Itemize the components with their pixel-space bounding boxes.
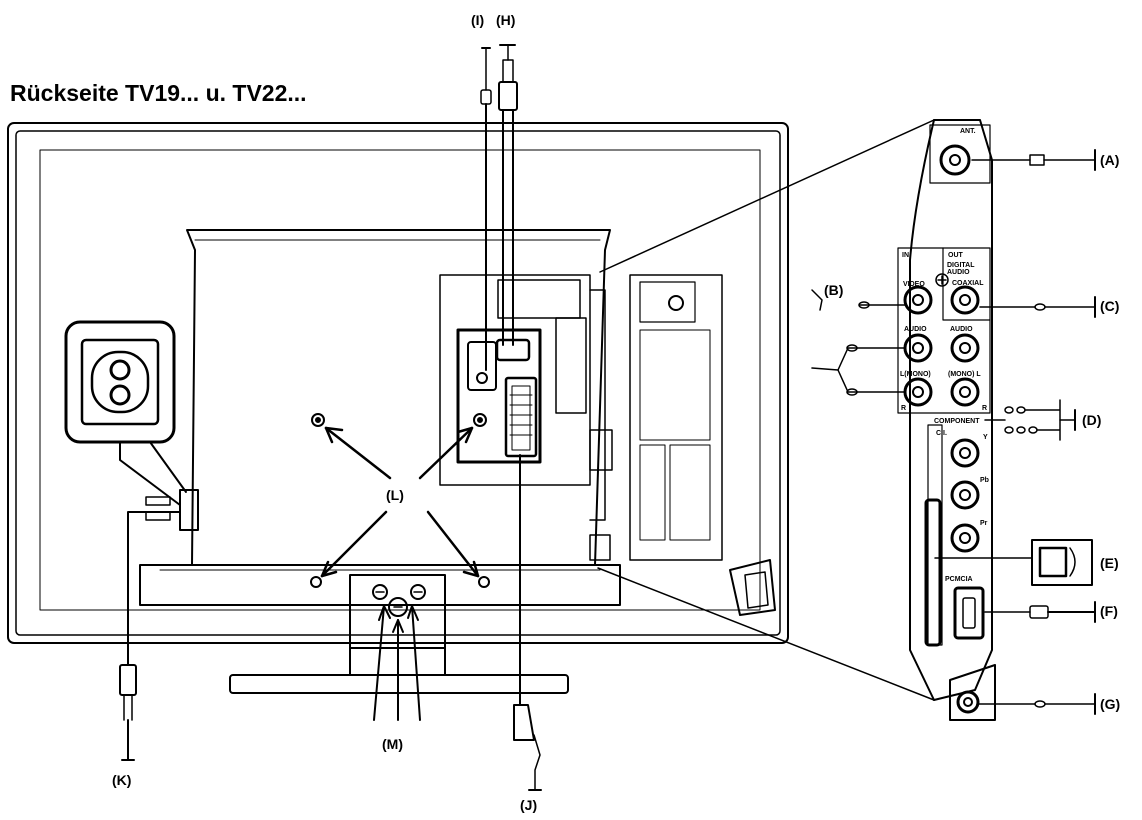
label-out: OUT bbox=[948, 252, 963, 259]
ci-slot bbox=[924, 424, 943, 647]
zoom-panel bbox=[909, 119, 993, 701]
power-socket-zoom bbox=[64, 320, 187, 506]
label-coaxial: COAXIAL bbox=[952, 280, 984, 287]
cable-g bbox=[977, 693, 1096, 715]
callout-d: (D) bbox=[1082, 412, 1102, 428]
callout-j: (J) bbox=[520, 797, 538, 813]
stand-screws bbox=[372, 584, 426, 721]
callout-e: (E) bbox=[1100, 555, 1119, 571]
ant-connector bbox=[929, 124, 991, 184]
cable-j bbox=[513, 454, 542, 791]
av-block bbox=[897, 247, 991, 414]
component-block bbox=[950, 438, 980, 553]
cable-d bbox=[984, 399, 1076, 441]
cable-a bbox=[971, 149, 1096, 171]
power-cable bbox=[119, 511, 181, 761]
label-mono-l-out: (MONO) L bbox=[948, 371, 981, 378]
mount-screws bbox=[310, 413, 490, 588]
label-mono-l-in: L(MONO) bbox=[900, 371, 931, 378]
label-digital-audio: DIGITAL AUDIO bbox=[947, 262, 975, 276]
power-socket bbox=[145, 489, 199, 531]
callout-k: (K) bbox=[112, 772, 132, 788]
label-pr: Pr bbox=[980, 520, 988, 527]
label-pb: Pb bbox=[980, 477, 989, 484]
page-title: Rückseite TV19... u. TV22... bbox=[10, 80, 307, 106]
cable-h bbox=[498, 44, 518, 346]
screw-arrows bbox=[320, 426, 480, 578]
label-in: IN bbox=[902, 252, 909, 259]
cable-clamp bbox=[729, 559, 776, 616]
cable-f bbox=[984, 601, 1096, 623]
callout-g: (G) bbox=[1100, 696, 1121, 712]
headphone-port bbox=[949, 664, 996, 721]
callout-a: (A) bbox=[1100, 152, 1120, 168]
ci-module-e bbox=[934, 539, 1093, 586]
callout-m: (M) bbox=[382, 736, 403, 752]
zoom-lines bbox=[597, 119, 935, 701]
label-audio-out: AUDIO bbox=[950, 326, 973, 333]
callout-i: (I) bbox=[471, 12, 485, 28]
callout-b: (B) bbox=[824, 282, 844, 298]
cable-b bbox=[811, 289, 906, 396]
label-ci: C.I. bbox=[936, 430, 947, 437]
label-r-out: R bbox=[982, 405, 988, 412]
rear-connector-panel bbox=[439, 274, 591, 486]
label-r-in: R bbox=[901, 405, 907, 412]
callout-h: (H) bbox=[496, 12, 516, 28]
label-y: Y bbox=[983, 434, 988, 441]
label-ant: ANT. bbox=[960, 128, 976, 135]
cable-i bbox=[480, 47, 492, 371]
tv-side-panel bbox=[589, 274, 723, 561]
callout-l: (L) bbox=[386, 487, 404, 503]
label-audio-in: AUDIO bbox=[904, 326, 927, 333]
callout-f: (F) bbox=[1100, 603, 1118, 619]
label-video: VIDEO bbox=[903, 281, 925, 288]
label-pcmcia: PCMCIA bbox=[945, 576, 973, 583]
hdmi-port bbox=[953, 586, 985, 640]
cable-c bbox=[979, 296, 1096, 318]
callout-c: (C) bbox=[1100, 298, 1120, 314]
label-component: COMPONENT bbox=[934, 418, 980, 425]
